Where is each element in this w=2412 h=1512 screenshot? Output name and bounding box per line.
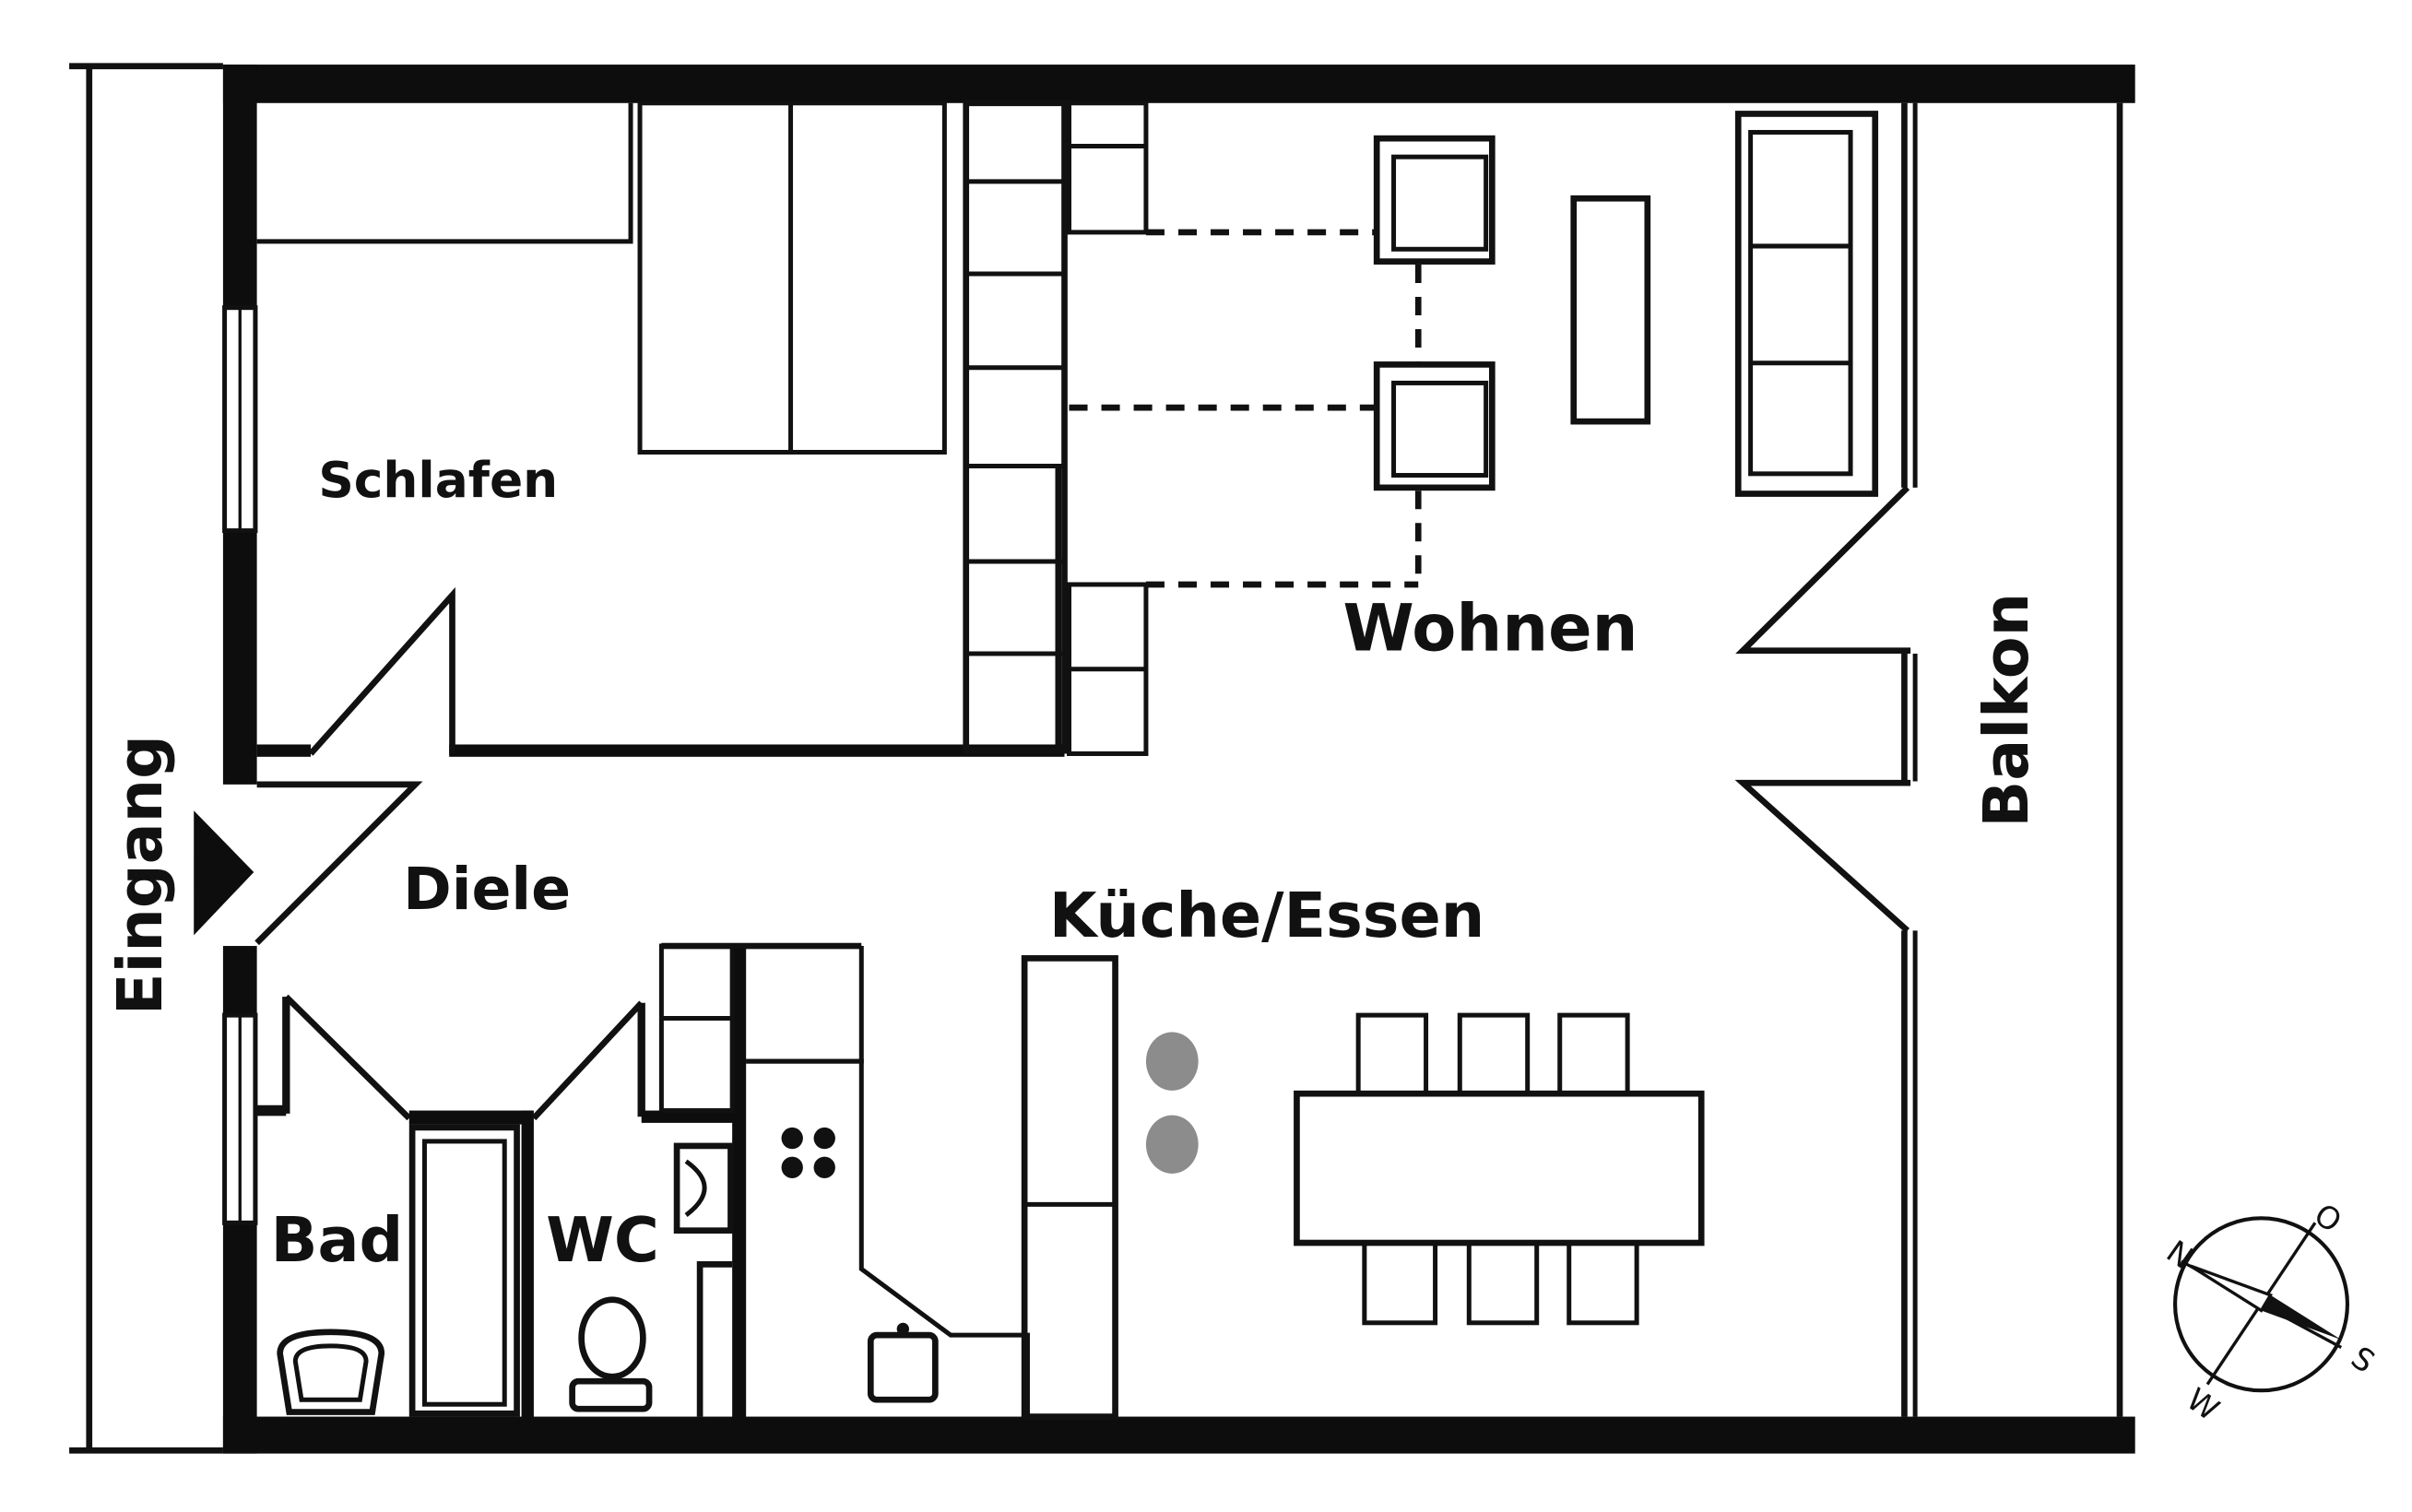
dining-table	[1294, 1012, 1705, 1326]
compass-o-label: O	[2308, 1197, 2348, 1240]
entrance-door	[254, 781, 423, 946]
bedroom-shelf	[256, 102, 633, 244]
dashed-overhead-lines	[1069, 229, 1422, 588]
kitchen-sink	[867, 1322, 939, 1403]
label-kueche-essen: Küche/Essen	[1049, 880, 1484, 951]
armchair-top	[1373, 135, 1496, 265]
compass-w-label: W	[2180, 1381, 2225, 1428]
bedroom-walls	[256, 586, 1065, 757]
window-left-bottom	[222, 1012, 258, 1225]
armchair-bottom	[1373, 361, 1496, 491]
wc-sink	[673, 1142, 734, 1234]
label-wc: WC	[546, 1204, 659, 1276]
bathtub	[408, 1124, 520, 1417]
compass-icon	[2172, 1216, 2350, 1393]
bar-stools	[1145, 1032, 1199, 1174]
coffee-table	[1570, 195, 1651, 425]
label-diele: Diele	[403, 855, 571, 923]
label-eingang: Eingang	[104, 735, 176, 1015]
outer-walls	[222, 65, 2135, 1454]
entrance-arrow-icon	[194, 810, 254, 936]
stove-icon	[781, 1127, 835, 1178]
bath-sink	[277, 1329, 385, 1415]
compass-s-label: S	[2345, 1340, 2382, 1380]
living-shelf-bottom	[1067, 582, 1149, 756]
wc-shelf	[658, 943, 735, 1417]
label-wohnen: Wohnen	[1342, 591, 1638, 667]
label-balkon: Balkon	[1970, 593, 2042, 828]
kitchen-counter	[746, 946, 1030, 1417]
balcony-door-top	[1735, 485, 1911, 655]
balcony-wall	[1901, 102, 2123, 1417]
bedroom-wardrobe	[963, 100, 1068, 754]
balcony-door-bottom	[1734, 779, 1911, 933]
sofa	[1734, 111, 1879, 497]
window-left-top	[222, 305, 258, 534]
entrance-corridor	[69, 63, 223, 1454]
bathroom-walls	[256, 942, 862, 1419]
toilet	[569, 1296, 653, 1412]
label-schlafen: Schlafen	[318, 451, 558, 509]
bed	[637, 100, 947, 455]
kitchen-island	[1021, 955, 1118, 1420]
living-shelf-top	[1067, 100, 1149, 235]
label-bad: Bad	[271, 1204, 404, 1276]
